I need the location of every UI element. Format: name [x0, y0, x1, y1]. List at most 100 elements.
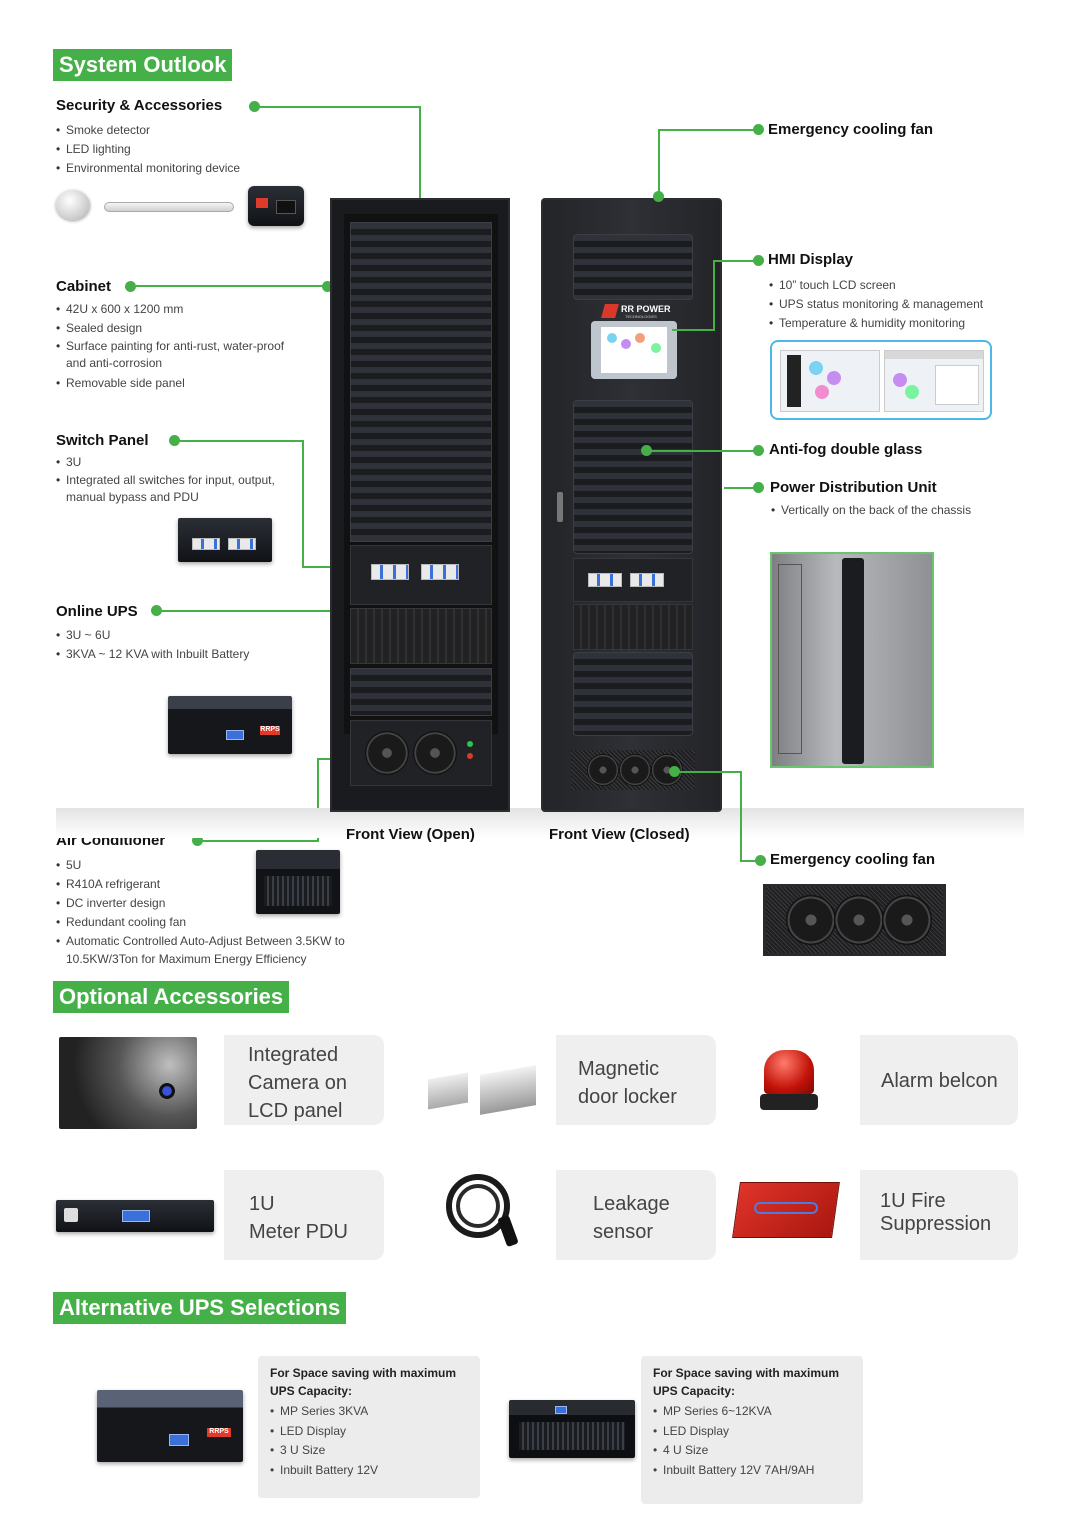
- online-ups-image: RRPS: [168, 696, 292, 754]
- list-item: 3 U Size: [270, 1441, 468, 1461]
- cabinet-front-open: [330, 198, 510, 812]
- section-title-system-outlook: System Outlook: [53, 49, 233, 81]
- meter-pdu-image: [56, 1200, 214, 1232]
- brand-logo: RR POWER TECHNOLOGIES: [601, 304, 673, 319]
- ac-connector-line-v: [317, 758, 319, 842]
- list-item: 5U: [56, 856, 376, 875]
- environmental-monitor-image: [248, 186, 304, 226]
- hmi-display-screen[interactable]: [591, 321, 677, 379]
- ups-connector-line: [162, 610, 384, 612]
- switch-connector-line: [180, 440, 304, 442]
- magnetic-lock-image: [428, 1060, 540, 1120]
- fan-top-connector-line-v: [658, 129, 660, 197]
- list-item: DC inverter design: [56, 894, 376, 913]
- list-item: Inbuilt Battery 12V 7AH/9AH: [653, 1461, 851, 1481]
- cabinet-front-closed: RR POWER TECHNOLOGIES: [541, 198, 722, 812]
- fire-suppression-image: [732, 1182, 840, 1238]
- security-connector-dot: [249, 101, 260, 112]
- security-accessories-heading: Security & Accessories: [56, 97, 223, 114]
- list-item: 3U ~ 6U: [56, 626, 296, 645]
- floor-reflection: [56, 808, 1024, 838]
- accessory-card-meter-pdu: 1U Meter PDU: [224, 1170, 384, 1260]
- list-item: Smoke detector: [56, 121, 296, 140]
- front-view-closed-label: Front View (Closed): [549, 826, 690, 843]
- switch-panel-list: 3U Integrated all switches for input, ou…: [56, 453, 276, 506]
- accessory-card-alarm-beacon: Alarm belcon: [860, 1035, 1018, 1125]
- front-view-open-label: Front View (Open): [346, 826, 475, 843]
- camera-image: [59, 1037, 197, 1129]
- list-item: Environmental monitoring device: [56, 159, 296, 178]
- switch-connector-line-v: [302, 440, 304, 568]
- security-list: Smoke detector LED lighting Environmenta…: [56, 121, 296, 178]
- anti-fog-glass-heading: Anti-fog double glass: [769, 441, 923, 458]
- ups-6-12kva-image: [509, 1400, 635, 1458]
- list-item: R410A refrigerant: [56, 875, 376, 894]
- hmi-list: 10” touch LCD screen UPS status monitori…: [769, 276, 1029, 333]
- list-item: MP Series 3KVA: [270, 1402, 468, 1422]
- air-conditioner-image: [256, 850, 340, 914]
- list-item: 4 U Size: [653, 1441, 851, 1461]
- accessory-label: Leakage sensor: [593, 1193, 670, 1243]
- leakage-sensor-image: [440, 1168, 524, 1252]
- list-item: Integrated all switches for input, outpu…: [56, 472, 276, 506]
- fan-bottom-connector-line-v: [740, 771, 742, 862]
- ups-connector-dot: [151, 605, 162, 616]
- ups-option-card-3kva: For Space saving with maximum UPS Capaci…: [258, 1356, 480, 1498]
- hmi-display-heading: HMI Display: [768, 251, 854, 268]
- hmi-connector-line-h2: [672, 329, 715, 331]
- list-item: UPS status monitoring & management: [769, 295, 1029, 314]
- alarm-beacon-image: [760, 1050, 818, 1114]
- hmi-connector-line-v: [713, 260, 715, 331]
- led-lighting-image: [104, 202, 234, 212]
- accessory-card-leakage-sensor: Leakage sensor: [556, 1170, 716, 1260]
- pdu-heading: Power Distribution Unit: [770, 479, 937, 496]
- fan-top-target-dot: [653, 191, 664, 202]
- accessory-label: 1U Meter PDU: [249, 1193, 348, 1243]
- fan-top-connector-dot: [753, 124, 764, 135]
- cabinet-connector-line: [136, 285, 326, 287]
- ac-connector-dot: [192, 835, 203, 846]
- list-item: 10” touch LCD screen: [769, 276, 1029, 295]
- antifog-connector-dot: [753, 445, 764, 456]
- section-title-optional-accessories: Optional Accessories: [53, 981, 290, 1013]
- cabinet-heading: Cabinet: [56, 278, 112, 295]
- fan-bottom-connector-dot: [755, 855, 766, 866]
- list-item: Temperature & humidity monitoring: [769, 314, 1029, 333]
- list-item: 3KVA ~ 12 KVA with Inbuilt Battery: [56, 645, 296, 664]
- emergency-cooling-fan-top-heading: Emergency cooling fan: [768, 121, 934, 138]
- ac-connector-line: [203, 840, 319, 842]
- cabinet-list: 42U x 600 x 1200 mm Sealed design Surfac…: [56, 300, 286, 393]
- pdu-rack-image: [770, 552, 934, 768]
- list-item: Removable side panel: [56, 374, 286, 393]
- fan-bottom-target-dot: [669, 766, 680, 777]
- pdu-connector-dot: [753, 482, 764, 493]
- fan-bottom-connector-line: [740, 860, 757, 862]
- ups-option-card-6-12kva: For Space saving with maximum UPS Capaci…: [641, 1356, 863, 1504]
- list-item: MP Series 6~12KVA: [653, 1402, 851, 1422]
- security-connector-line-v: [419, 106, 421, 212]
- cabinet-connector-dot: [125, 281, 136, 292]
- online-ups-heading: Online UPS: [56, 603, 138, 620]
- accessory-label: Integrated Camera on LCD panel: [248, 1044, 347, 1122]
- list-item: LED Display: [270, 1422, 468, 1442]
- list-item: Inbuilt Battery 12V: [270, 1461, 468, 1481]
- fan-top-connector-line: [658, 129, 755, 131]
- list-item: LED lighting: [56, 140, 296, 159]
- list-item: Automatic Controlled Auto-Adjust Between…: [56, 932, 376, 968]
- accessory-label: Alarm belcon: [881, 1070, 998, 1092]
- fan-bottom-connector-line-h2: [676, 771, 742, 773]
- switch-panel-image: [178, 518, 272, 562]
- emergency-cooling-fan-bottom-heading: Emergency cooling fan: [770, 851, 936, 868]
- accessory-label: Magnetic door locker: [578, 1058, 677, 1108]
- smoke-detector-image: [56, 190, 90, 220]
- list-item: Sealed design: [56, 319, 286, 338]
- air-conditioner-list: 5U R410A refrigerant DC inverter design …: [56, 856, 376, 968]
- pdu-list: Vertically on the back of the chassis: [771, 501, 1011, 520]
- switch-panel-heading: Switch Panel: [56, 432, 149, 449]
- accessory-card-camera: Integrated Camera on LCD panel: [224, 1035, 384, 1125]
- emergency-fan-image: [763, 884, 946, 956]
- accessory-card-fire-suppression: 1U Fire Suppression: [860, 1170, 1018, 1260]
- accessory-card-magnetic-lock: Magnetic door locker: [556, 1035, 716, 1125]
- accessory-label: 1U Fire Suppression: [880, 1190, 992, 1235]
- hmi-connector-dot: [753, 255, 764, 266]
